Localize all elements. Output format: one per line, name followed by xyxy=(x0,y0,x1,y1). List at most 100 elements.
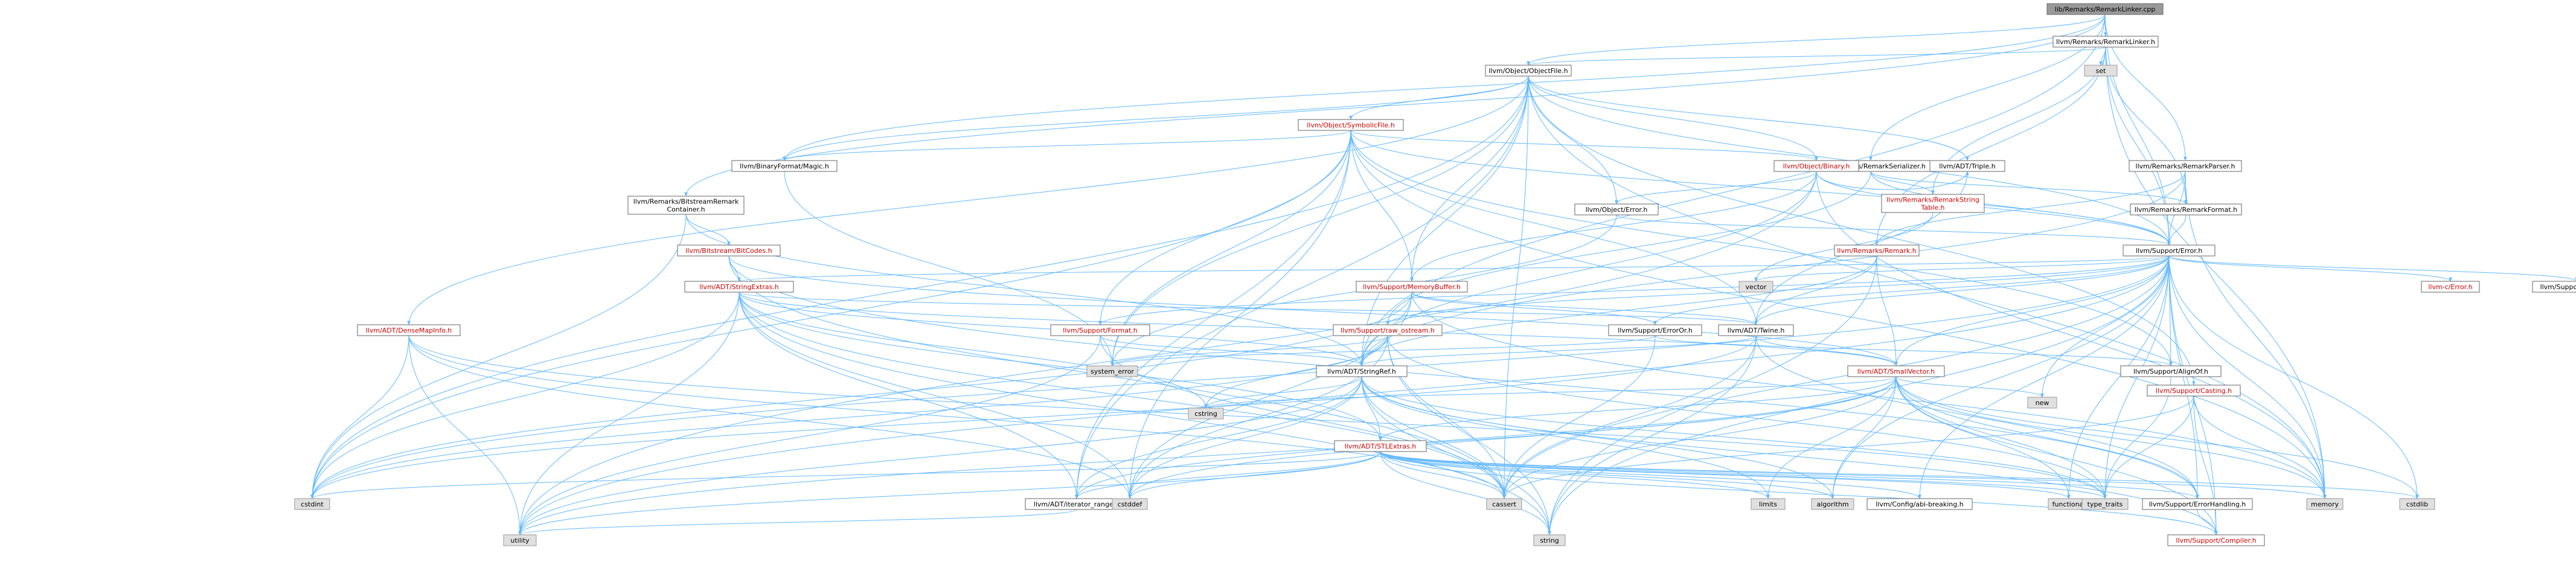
edge-smallvec-to-algorithm xyxy=(1831,376,1897,499)
node-box xyxy=(1847,365,1945,377)
node-box xyxy=(1333,324,1443,336)
node-box xyxy=(2399,498,2435,510)
node-label: llvm/Object/ObjectFile.h xyxy=(1488,67,1568,75)
node-triple[interactable]: llvm/ADT/Triple.h xyxy=(1929,160,2005,172)
node-bitcodes[interactable]: llvm/Bitstream/BitCodes.h xyxy=(677,244,781,257)
node-alignof[interactable]: llvm/Support/AlignOf.h xyxy=(2120,365,2222,377)
edge-rawos-to-cstring xyxy=(1204,335,1388,409)
edge-linkerh-to-strtab xyxy=(1931,46,2106,195)
edge-smallvec-to-errhandling xyxy=(1895,376,2199,499)
node-parser[interactable]: llvm/Remarks/RemarkParser.h xyxy=(2129,160,2242,172)
edge-supperr-to-suppfmt xyxy=(1098,255,2170,325)
edge-strref-to-typetraits xyxy=(1361,376,2107,499)
edge-remark-to-strref xyxy=(1360,255,1877,366)
node-box xyxy=(1608,324,1702,336)
node-erroror[interactable]: llvm/Support/ErrorOr.h xyxy=(1608,324,1702,336)
node-label: llvm/ADT/STLExtras.h xyxy=(1345,442,1417,450)
edge-bitcont-to-strref xyxy=(685,214,1363,366)
node-box xyxy=(2123,244,2216,257)
edge-objfile-to-symfile xyxy=(1349,75,1529,120)
node-errhandling[interactable]: llvm/Support/ErrorHandling.h xyxy=(2142,498,2253,510)
node-cerror[interactable]: llvm-c/Error.h xyxy=(2421,281,2480,293)
node-abibreak[interactable]: llvm/Config/abi-breaking.h xyxy=(1866,498,1973,510)
edge-densemap-to-cassert xyxy=(408,335,1506,499)
node-twine[interactable]: llvm/ADT/Twine.h xyxy=(1718,324,1794,336)
node-box xyxy=(503,534,537,546)
node-box xyxy=(1485,65,1572,77)
edge-objerr-to-supperr xyxy=(1616,214,2171,246)
edge-stlext-to-compiler xyxy=(1380,451,2218,535)
node-box xyxy=(357,324,461,336)
node-densemap[interactable]: llvm/ADT/DenseMapInfo.h xyxy=(357,324,461,336)
node-objfile[interactable]: llvm/Object/ObjectFile.h xyxy=(1485,65,1572,77)
edge-strref-to-utility xyxy=(518,376,1362,535)
node-magic[interactable]: llvm/BinaryFormat/Magic.h xyxy=(731,160,838,172)
edge-twine-to-cstdint xyxy=(310,335,1757,499)
edge-linkerh-to-remark xyxy=(1875,46,2106,246)
node-label: llvm/Support/Format.h xyxy=(1063,327,1137,334)
edge-objfile-to-magic xyxy=(783,75,1529,161)
node-debug[interactable]: llvm/Support/Debug.h xyxy=(2532,281,2576,293)
edge-binary-to-triple xyxy=(1816,171,1969,190)
node-box xyxy=(1718,324,1794,336)
node-box xyxy=(2129,160,2242,172)
edge-casting-to-typetraits xyxy=(2103,395,2194,499)
edge-strref-to-cstring xyxy=(1204,376,1362,409)
edge-linkerh-to-memory xyxy=(2105,46,2327,499)
edge-supperr-to-cstdint xyxy=(310,255,2170,499)
edge-objfile-to-triple xyxy=(1528,75,1969,161)
edge-rawos-to-string xyxy=(1387,335,1551,535)
node-box xyxy=(2421,281,2480,293)
edge-supperr-to-vector xyxy=(1754,255,2170,282)
node-box xyxy=(1486,498,1522,510)
node-root[interactable]: lib/Remarks/RemarkLinker.cpp xyxy=(2046,3,2164,15)
node-remark[interactable]: llvm/Remarks/Remark.h xyxy=(1834,244,1920,257)
edge-serializer-to-strtab xyxy=(1870,171,1935,195)
node-supperr[interactable]: llvm/Support/Error.h xyxy=(2123,244,2216,257)
node-membuf[interactable]: llvm/Support/MemoryBuffer.h xyxy=(1356,281,1468,293)
node-box xyxy=(2027,397,2057,409)
edge-supperr-to-new xyxy=(2040,255,2170,398)
node-linkerh[interactable]: llvm/Remarks/RemarkLinker.h xyxy=(2052,36,2159,48)
node-suppfmt[interactable]: llvm/Support/Format.h xyxy=(1050,324,1150,336)
node-objerr[interactable]: llvm/Object/Error.h xyxy=(1574,203,1659,216)
node-box xyxy=(684,281,794,293)
node-syserr: system_error xyxy=(1086,365,1138,377)
node-format[interactable]: llvm/Remarks/RemarkFormat.h xyxy=(2130,203,2242,216)
edge-objfile-to-memory xyxy=(1528,75,2327,499)
node-binary[interactable]: llvm/Object/Binary.h xyxy=(1773,160,1859,172)
edge-stlext-to-utility xyxy=(518,451,1381,535)
node-box xyxy=(627,196,745,215)
node-rawos[interactable]: llvm/Support/raw_ostream.h xyxy=(1333,324,1443,336)
node-symfile[interactable]: llvm/Object/SymbolicFile.h xyxy=(1298,119,1404,131)
node-strext[interactable]: llvm/ADT/StringExtras.h xyxy=(684,281,794,293)
node-label: llvm-c/Error.h xyxy=(2428,283,2472,291)
edge-supperr-to-cassert xyxy=(1502,255,2170,499)
node-label: llvm/Remarks/RemarkParser.h xyxy=(2136,162,2235,170)
edge-rawos-to-syserr xyxy=(1110,335,1388,366)
edge-casting-to-compiler xyxy=(2193,395,2218,535)
node-strref[interactable]: llvm/ADT/StringRef.h xyxy=(1316,365,1408,377)
node-smallvec[interactable]: llvm/ADT/SmallVector.h xyxy=(1847,365,1945,377)
edge-membuf-to-twine xyxy=(1411,292,1758,325)
edge-objfile-to-densemap xyxy=(407,75,1529,325)
node-label: llvm/ADT/StringRef.h xyxy=(1327,368,1396,375)
edge-bitcodes-to-errhandling xyxy=(728,255,2199,499)
edge-smallvec-to-cassert xyxy=(1502,376,1897,499)
node-label: set xyxy=(2096,67,2106,75)
node-stlext[interactable]: llvm/ADT/STLExtras.h xyxy=(1334,440,1427,452)
edge-densemap-to-typetraits xyxy=(408,335,2107,499)
edge-bitcont-to-cstdint xyxy=(310,214,687,499)
node-iterrange[interactable]: llvm/ADT/iterator_range.h xyxy=(1025,498,1129,510)
node-compiler[interactable]: llvm/Support/Compiler.h xyxy=(2167,534,2265,546)
node-typetraits: type_traits xyxy=(2081,498,2129,510)
edge-objfile-to-membuf xyxy=(1410,75,1529,282)
node-box xyxy=(2081,498,2129,510)
node-box xyxy=(294,498,330,510)
edge-twine-to-string xyxy=(1548,335,1757,535)
node-casting[interactable]: llvm/Support/Casting.h xyxy=(2147,385,2241,397)
node-label: llvm/Object/Error.h xyxy=(1586,206,1648,214)
edge-symfile-to-cstdint xyxy=(310,130,1351,499)
